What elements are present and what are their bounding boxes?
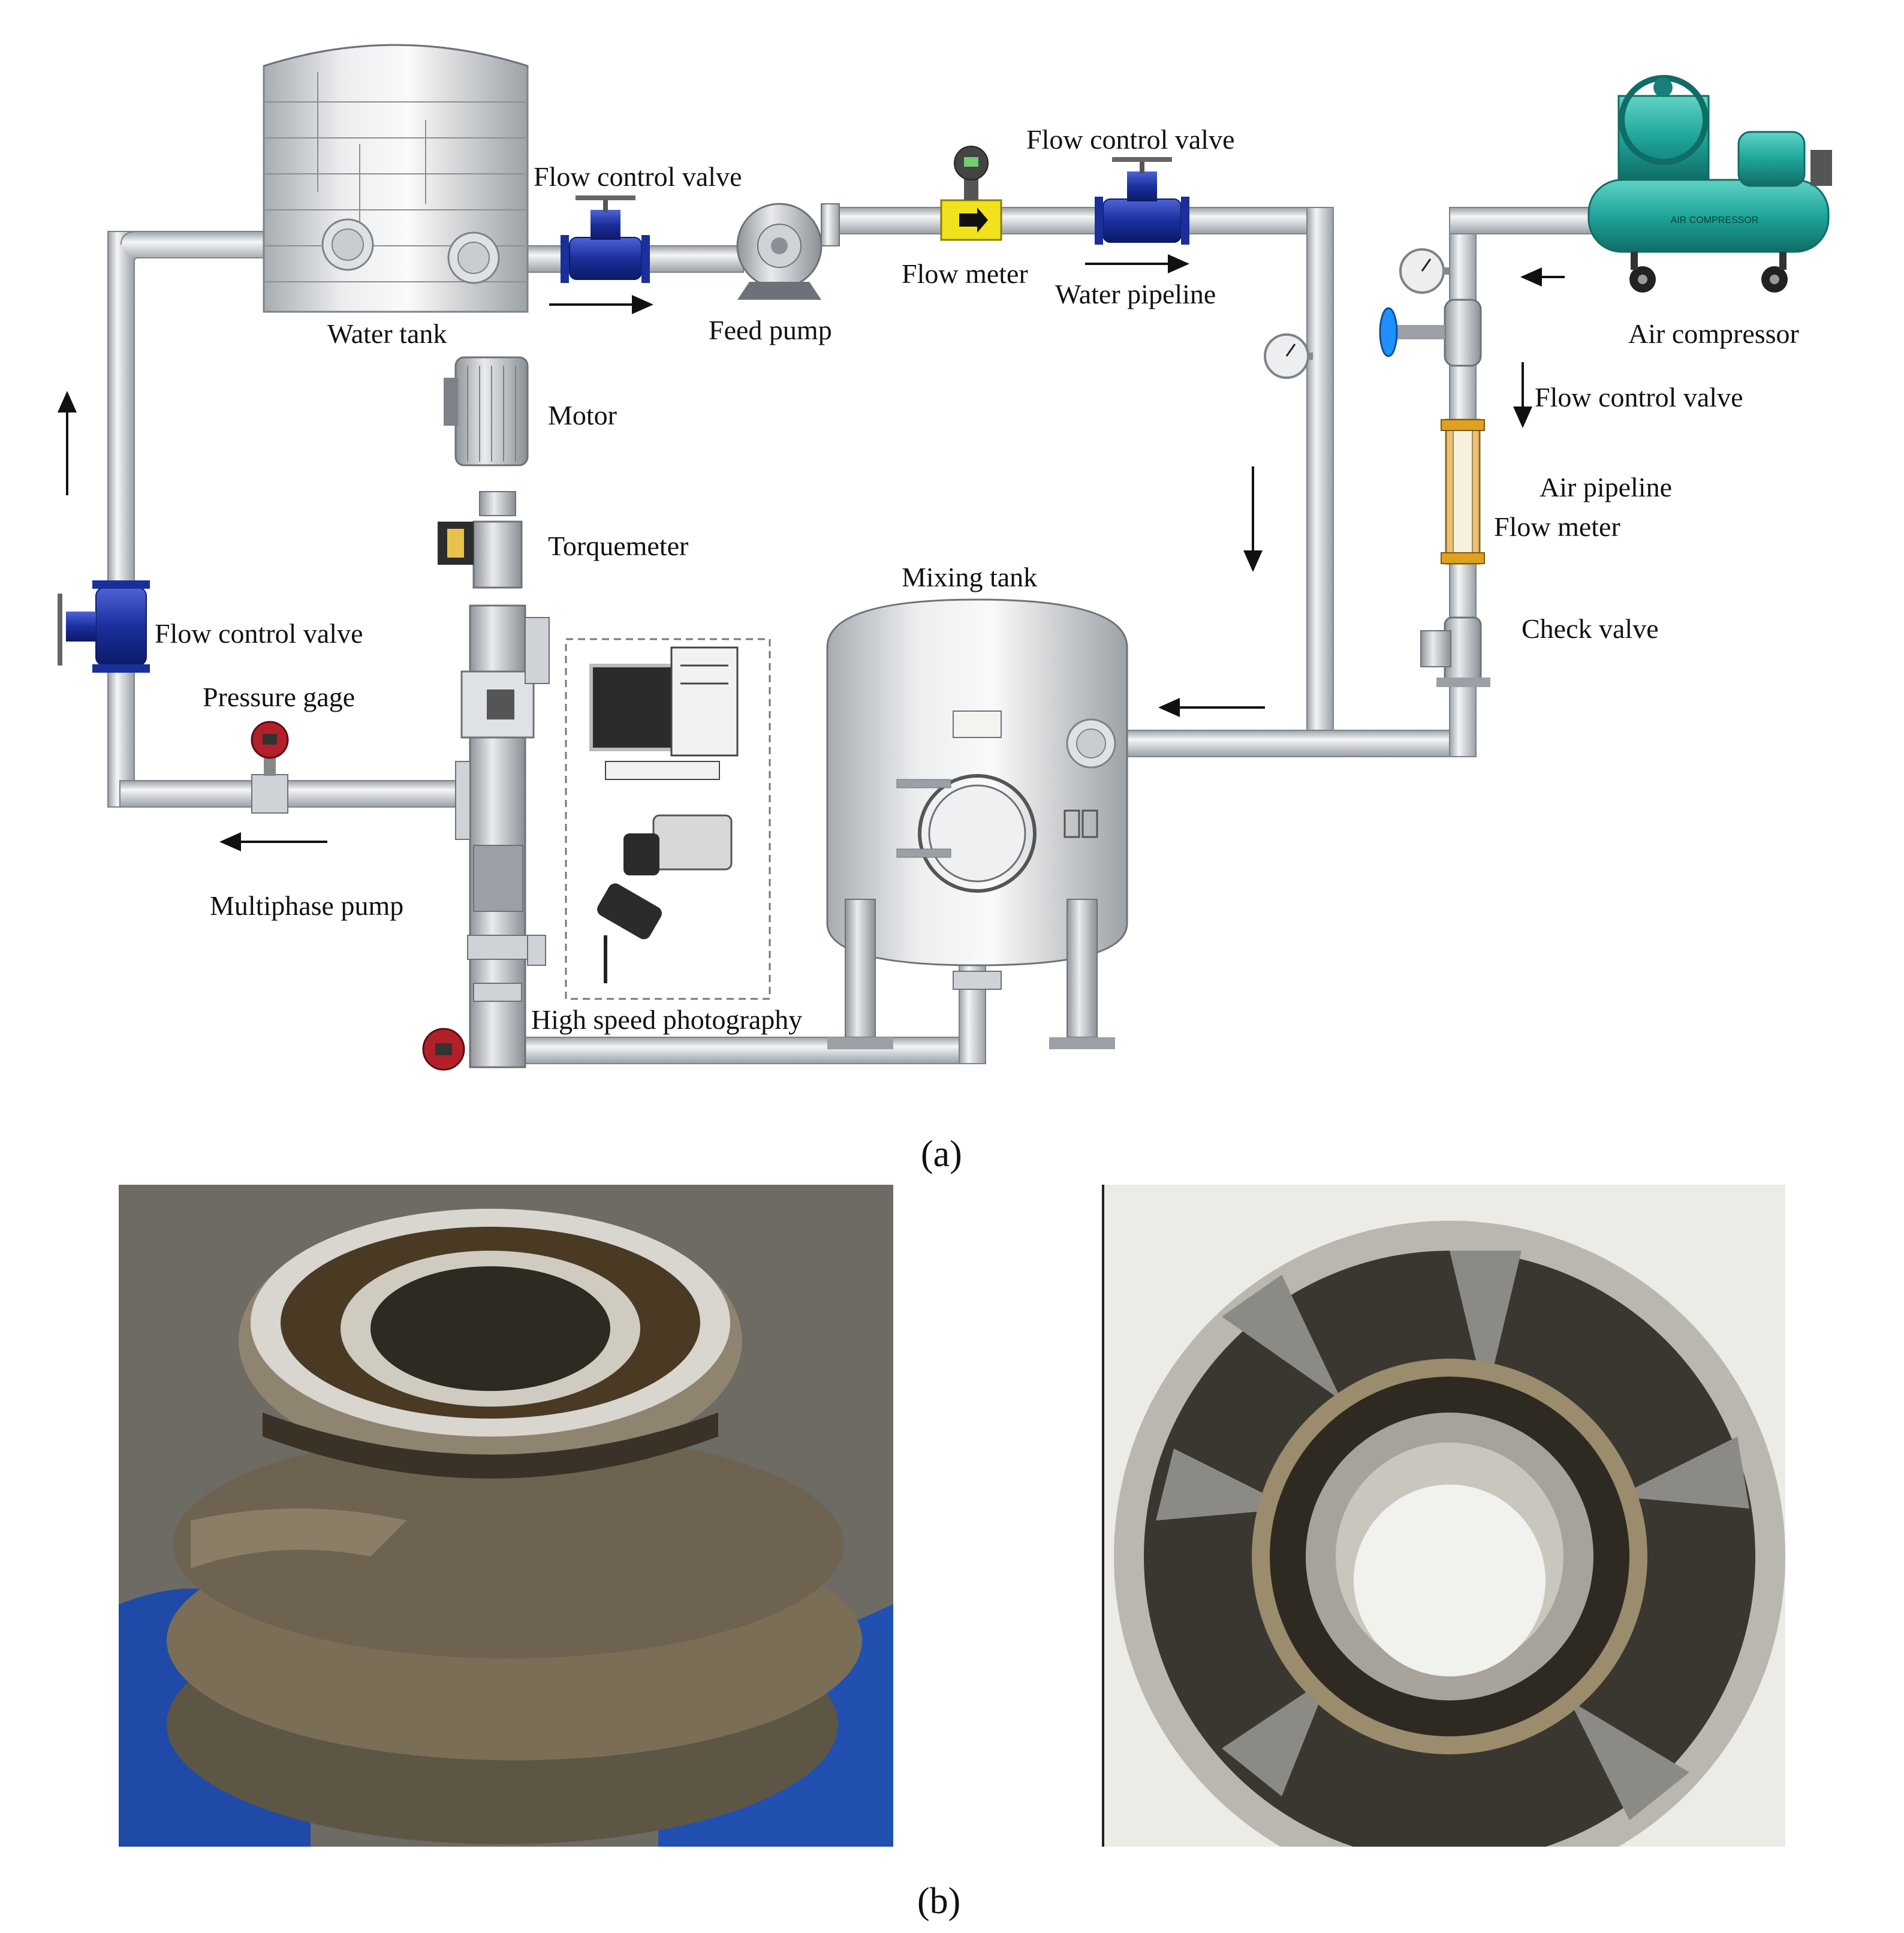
feed-pump bbox=[736, 203, 840, 300]
label-flow-meter-2: Flow meter bbox=[1494, 511, 1620, 542]
air-compressor: AIR COMPRESSOR bbox=[1587, 75, 1832, 293]
label-motor: Motor bbox=[548, 400, 617, 430]
label-torquemeter: Torquemeter bbox=[548, 531, 689, 561]
label-feed-pump: Feed pump bbox=[709, 315, 832, 345]
label-pressure-gage: Pressure gage bbox=[203, 682, 356, 712]
flow-control-valve-2 bbox=[1095, 157, 1189, 245]
air-flow-control-valve bbox=[1379, 299, 1482, 367]
flow-arrows bbox=[58, 254, 1565, 851]
label-multiphase-pump: Multiphase pump bbox=[210, 890, 404, 921]
label-air-compressor: Air compressor bbox=[1628, 318, 1799, 349]
pressure-gauge-water bbox=[1264, 333, 1313, 379]
label-flow-control-valve-4: Flow control valve bbox=[155, 618, 363, 649]
label-mixing-tank: Mixing tank bbox=[902, 562, 1038, 592]
mixing-inlet-pipe bbox=[1090, 730, 1475, 757]
torquemeter bbox=[438, 491, 523, 589]
multiphase-pump bbox=[455, 604, 550, 1068]
label-flow-control-valve-3: Flow control valve bbox=[1535, 382, 1743, 413]
flow-control-valve-4 bbox=[58, 580, 150, 673]
photo-impeller-top-view bbox=[1102, 1185, 1785, 1847]
label-flow-meter-1: Flow meter bbox=[902, 258, 1028, 289]
pressure-gage bbox=[251, 721, 289, 814]
compressor-brand: AIR COMPRESSOR bbox=[1671, 215, 1759, 225]
label-high-speed-photography: High speed photography bbox=[531, 1004, 803, 1035]
photo-impeller-side-view bbox=[119, 1185, 893, 1847]
label-water-tank: Water tank bbox=[327, 318, 447, 349]
label-check-valve: Check valve bbox=[1522, 613, 1659, 644]
water-tank bbox=[263, 44, 529, 313]
high-speed-photography-equipment bbox=[565, 638, 771, 1000]
check-valve bbox=[1420, 616, 1490, 687]
label-flow-control-valve-2: Flow control valve bbox=[1026, 124, 1235, 155]
label-water-pipeline: Water pipeline bbox=[1055, 279, 1216, 309]
caption-a: (a) bbox=[921, 1134, 962, 1175]
pressure-gauge-air bbox=[1399, 248, 1450, 294]
motor bbox=[444, 356, 529, 466]
bottom-outlet-pipe bbox=[491, 959, 986, 1064]
label-air-pipeline: Air pipeline bbox=[1540, 472, 1672, 502]
caption-b: (b) bbox=[917, 1881, 961, 1922]
air-flow-meter bbox=[1441, 418, 1485, 565]
flow-control-valve-1 bbox=[561, 195, 650, 283]
flow-meter-1 bbox=[940, 146, 1002, 241]
mixing-tank bbox=[826, 598, 1128, 1049]
label-flow-control-valve-1: Flow control valve bbox=[534, 161, 742, 192]
water-return-pipe bbox=[107, 231, 456, 808]
outlet-pressure-transmitter bbox=[422, 1028, 465, 1071]
